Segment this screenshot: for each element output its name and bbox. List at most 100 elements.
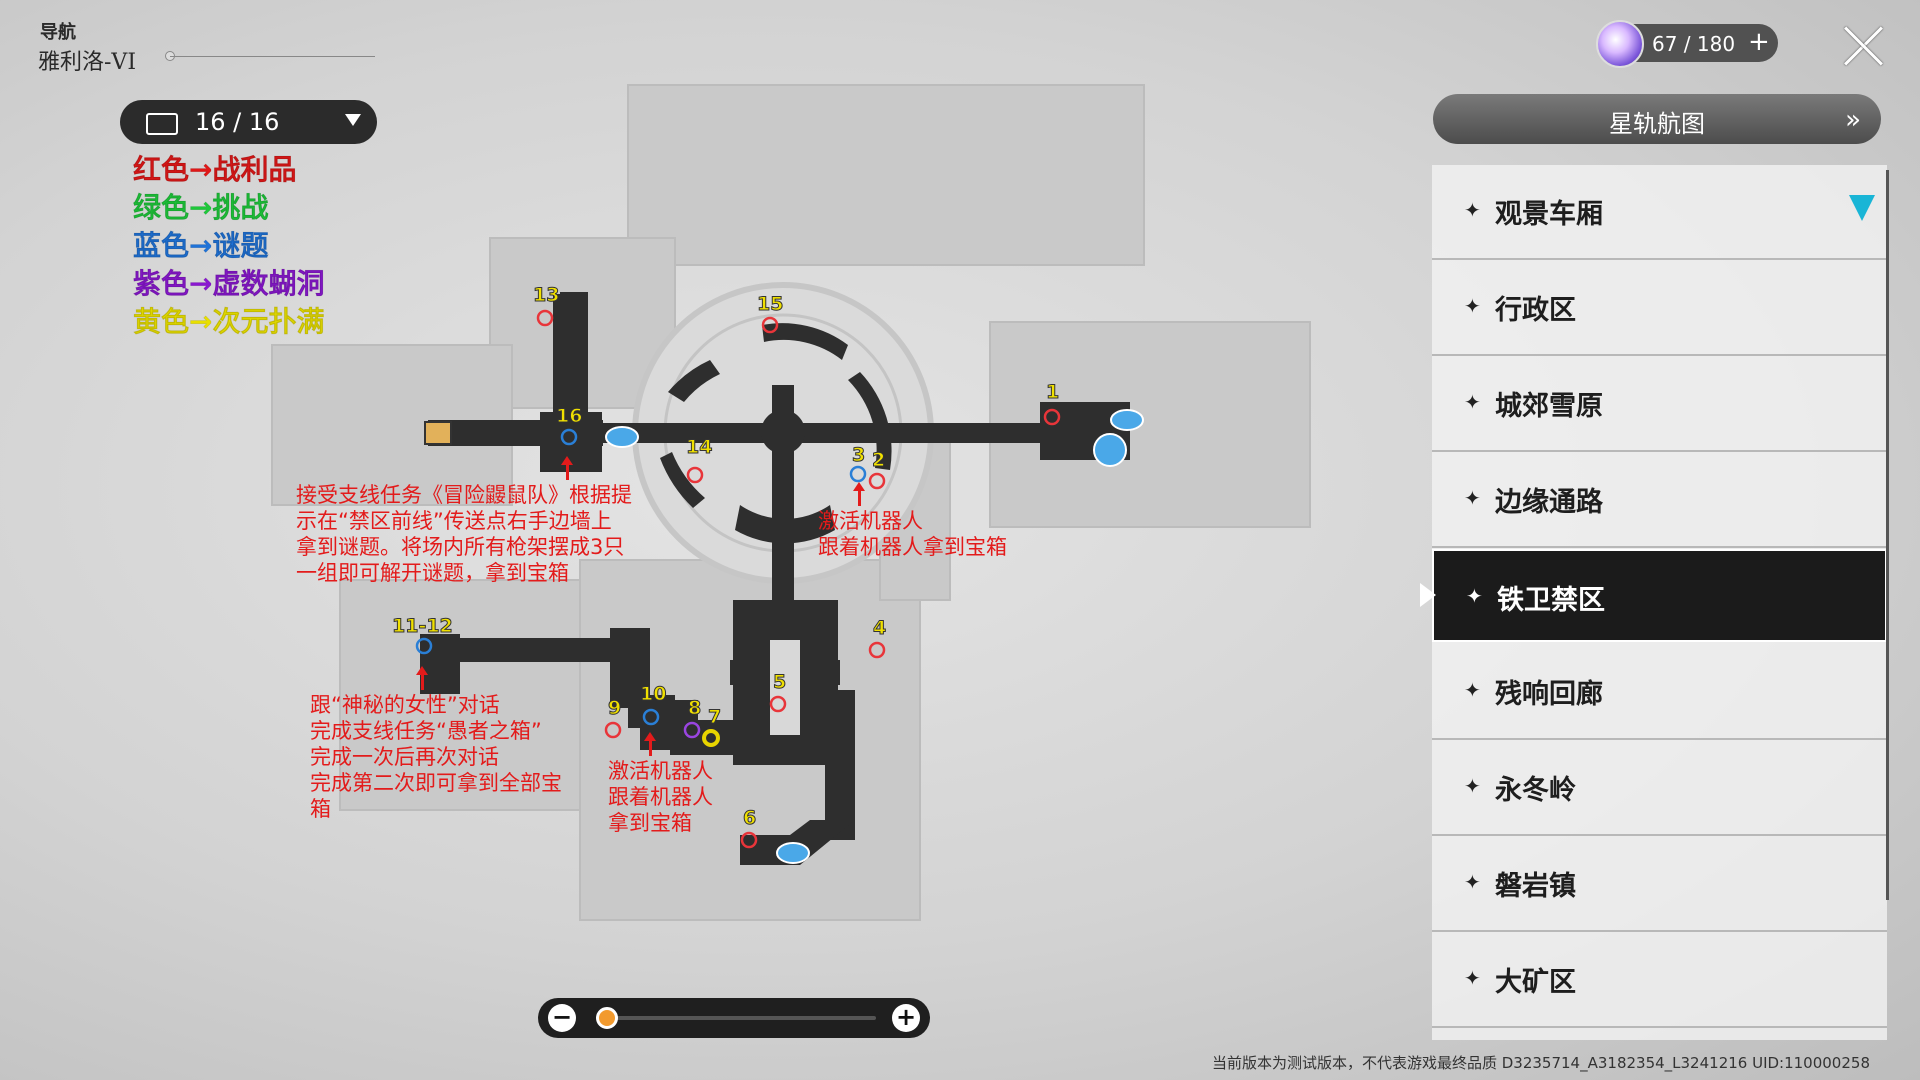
chest-icon bbox=[146, 113, 178, 135]
region-list-scrollbar[interactable] bbox=[1886, 170, 1889, 900]
current-location-icon bbox=[1849, 195, 1875, 221]
legend-red: 红色→战利品 bbox=[133, 153, 297, 187]
region-list: ✦ 观景车厢 ✦ 行政区 ✦ 城郊雪原 ✦ 边缘通路 ✦ 铁卫禁区 ✦ 残响回廊… bbox=[1432, 165, 1887, 1040]
annotation-arrow bbox=[416, 666, 428, 690]
region-label: 观景车厢 bbox=[1495, 199, 1603, 230]
region-item-great-mine[interactable]: ✦ 大矿区 bbox=[1432, 933, 1887, 1028]
active-region-pointer-icon bbox=[1420, 583, 1436, 607]
region-label: 边缘通路 bbox=[1495, 487, 1603, 518]
region-label: 铁卫禁区 bbox=[1497, 585, 1605, 616]
star-rail-map-button[interactable]: 星轨航图 » bbox=[1433, 94, 1881, 144]
teleport-icon bbox=[1110, 409, 1144, 431]
nav-label: 导航 bbox=[40, 22, 76, 43]
zoom-in-button[interactable]: + bbox=[892, 1004, 920, 1032]
annotation-10: 激活机器人 跟着机器人 拿到宝箱 bbox=[608, 759, 713, 835]
map-markers bbox=[415, 309, 1061, 849]
world-name: 雅利洛-VI bbox=[38, 50, 137, 75]
marker-label: 15 bbox=[756, 293, 784, 316]
star-icon: ✦ bbox=[1464, 774, 1481, 798]
marker-label: 13 bbox=[532, 284, 560, 307]
trailblaze-power-value: 67 / 180 bbox=[1652, 32, 1736, 56]
marker-label: 6 bbox=[742, 807, 757, 830]
region-label: 行政区 bbox=[1495, 295, 1576, 326]
region-item-silvermane-zone[interactable]: ✦ 铁卫禁区 bbox=[1432, 549, 1887, 642]
marker-label: 11-12 bbox=[392, 615, 454, 638]
star-icon: ✦ bbox=[1464, 966, 1481, 990]
region-label: 城郊雪原 bbox=[1495, 391, 1603, 422]
annotation-arrow bbox=[644, 732, 656, 756]
marker-10 bbox=[642, 708, 660, 726]
region-label: 大矿区 bbox=[1495, 967, 1576, 998]
map-void bbox=[770, 640, 800, 735]
marker-label: 8 bbox=[687, 697, 702, 720]
marker-11-12 bbox=[415, 637, 433, 655]
star-icon: ✦ bbox=[1466, 584, 1483, 608]
region-item-observation-car[interactable]: ✦ 观景车厢 bbox=[1432, 165, 1887, 260]
marker-label: 10 bbox=[639, 683, 667, 706]
add-power-button[interactable]: + bbox=[1748, 27, 1770, 57]
marker-label: 16 bbox=[555, 405, 583, 428]
chevron-down-icon bbox=[345, 114, 361, 126]
marker-7 bbox=[702, 729, 720, 747]
annotation-arrow bbox=[853, 482, 865, 506]
region-item-everwinter-hill[interactable]: ✦ 永冬岭 bbox=[1432, 741, 1887, 836]
marker-label: 4 bbox=[872, 617, 887, 640]
marker-16 bbox=[560, 428, 578, 446]
star-rail-map-label: 星轨航图 bbox=[1609, 110, 1705, 138]
marker-4 bbox=[868, 641, 886, 659]
region-label: 残响回廊 bbox=[1495, 679, 1603, 710]
map[interactable] bbox=[0, 0, 1400, 960]
teleport-icon bbox=[605, 426, 639, 448]
zoom-slider-handle[interactable] bbox=[596, 1007, 618, 1029]
marker-label: 1 bbox=[1045, 381, 1060, 404]
marker-15 bbox=[761, 316, 779, 334]
exit-gate-icon bbox=[424, 421, 452, 445]
zoom-slider-track[interactable] bbox=[596, 1016, 876, 1020]
close-icon[interactable] bbox=[1838, 20, 1890, 72]
annotation-16: 接受支线任务《冒险鼹鼠队》根据提 示在“禁区前线”传送点右手边墙上 拿到谜题。将… bbox=[296, 483, 632, 585]
legend-yellow: 黄色→次元扑满 bbox=[133, 305, 325, 339]
legend-green: 绿色→挑战 bbox=[133, 191, 269, 225]
world-divider bbox=[170, 56, 375, 57]
star-icon: ✦ bbox=[1464, 294, 1481, 318]
star-icon: ✦ bbox=[1464, 198, 1481, 222]
zoom-out-button[interactable]: − bbox=[548, 1004, 576, 1032]
region-item-backwater-pass[interactable]: ✦ 边缘通路 bbox=[1432, 453, 1887, 548]
marker-label: 2 bbox=[871, 449, 886, 472]
legend-purple: 紫色→虚数蝴洞 bbox=[133, 267, 325, 301]
chest-count: 16 / 16 bbox=[195, 108, 280, 136]
marker-label: 14 bbox=[685, 436, 713, 459]
star-icon: ✦ bbox=[1464, 390, 1481, 414]
double-chevron-right-icon: » bbox=[1845, 105, 1861, 135]
marker-8 bbox=[683, 721, 701, 739]
star-icon: ✦ bbox=[1464, 678, 1481, 702]
version-watermark: 当前版本为测试版本，不代表游戏最终品质 D3235714_A3182354_L3… bbox=[1211, 1054, 1870, 1072]
marker-3 bbox=[849, 465, 867, 483]
region-item-outlying-snow-plains[interactable]: ✦ 城郊雪原 bbox=[1432, 357, 1887, 452]
marker-label: 7 bbox=[707, 706, 722, 729]
region-label: 永冬岭 bbox=[1495, 775, 1576, 806]
region-item-boulder-town[interactable]: ✦ 磐岩镇 bbox=[1432, 837, 1887, 932]
marker-2 bbox=[868, 472, 886, 490]
marker-9 bbox=[604, 721, 622, 739]
trailblaze-power[interactable]: 67 / 180 + bbox=[1596, 20, 1778, 68]
star-icon: ✦ bbox=[1464, 870, 1481, 894]
marker-label: 9 bbox=[607, 697, 622, 720]
zoom-control: − + bbox=[538, 998, 930, 1038]
marker-6 bbox=[740, 831, 758, 849]
space-anchor-icon bbox=[1093, 433, 1127, 467]
chest-counter-dropdown[interactable]: 16 / 16 bbox=[120, 100, 377, 144]
marker-1 bbox=[1043, 408, 1061, 426]
region-item-corridor-of-fading-echoes[interactable]: ✦ 残响回廊 bbox=[1432, 645, 1887, 740]
annotation-3: 激活机器人 跟着机器人拿到宝箱 bbox=[818, 509, 1007, 559]
teleport-icon bbox=[776, 842, 810, 864]
marker-5 bbox=[769, 695, 787, 713]
marker-13 bbox=[536, 309, 554, 327]
trailblaze-power-icon bbox=[1596, 20, 1644, 68]
marker-14 bbox=[686, 466, 704, 484]
region-label: 磐岩镇 bbox=[1495, 871, 1576, 902]
marker-label: 3 bbox=[851, 444, 866, 467]
star-icon: ✦ bbox=[1464, 486, 1481, 510]
annotation-11-12: 跟“神秘的女性”对话 完成支线任务“愚者之箱” 完成一次后再次对话 完成第二次即… bbox=[310, 693, 562, 821]
region-item-administrative[interactable]: ✦ 行政区 bbox=[1432, 261, 1887, 356]
